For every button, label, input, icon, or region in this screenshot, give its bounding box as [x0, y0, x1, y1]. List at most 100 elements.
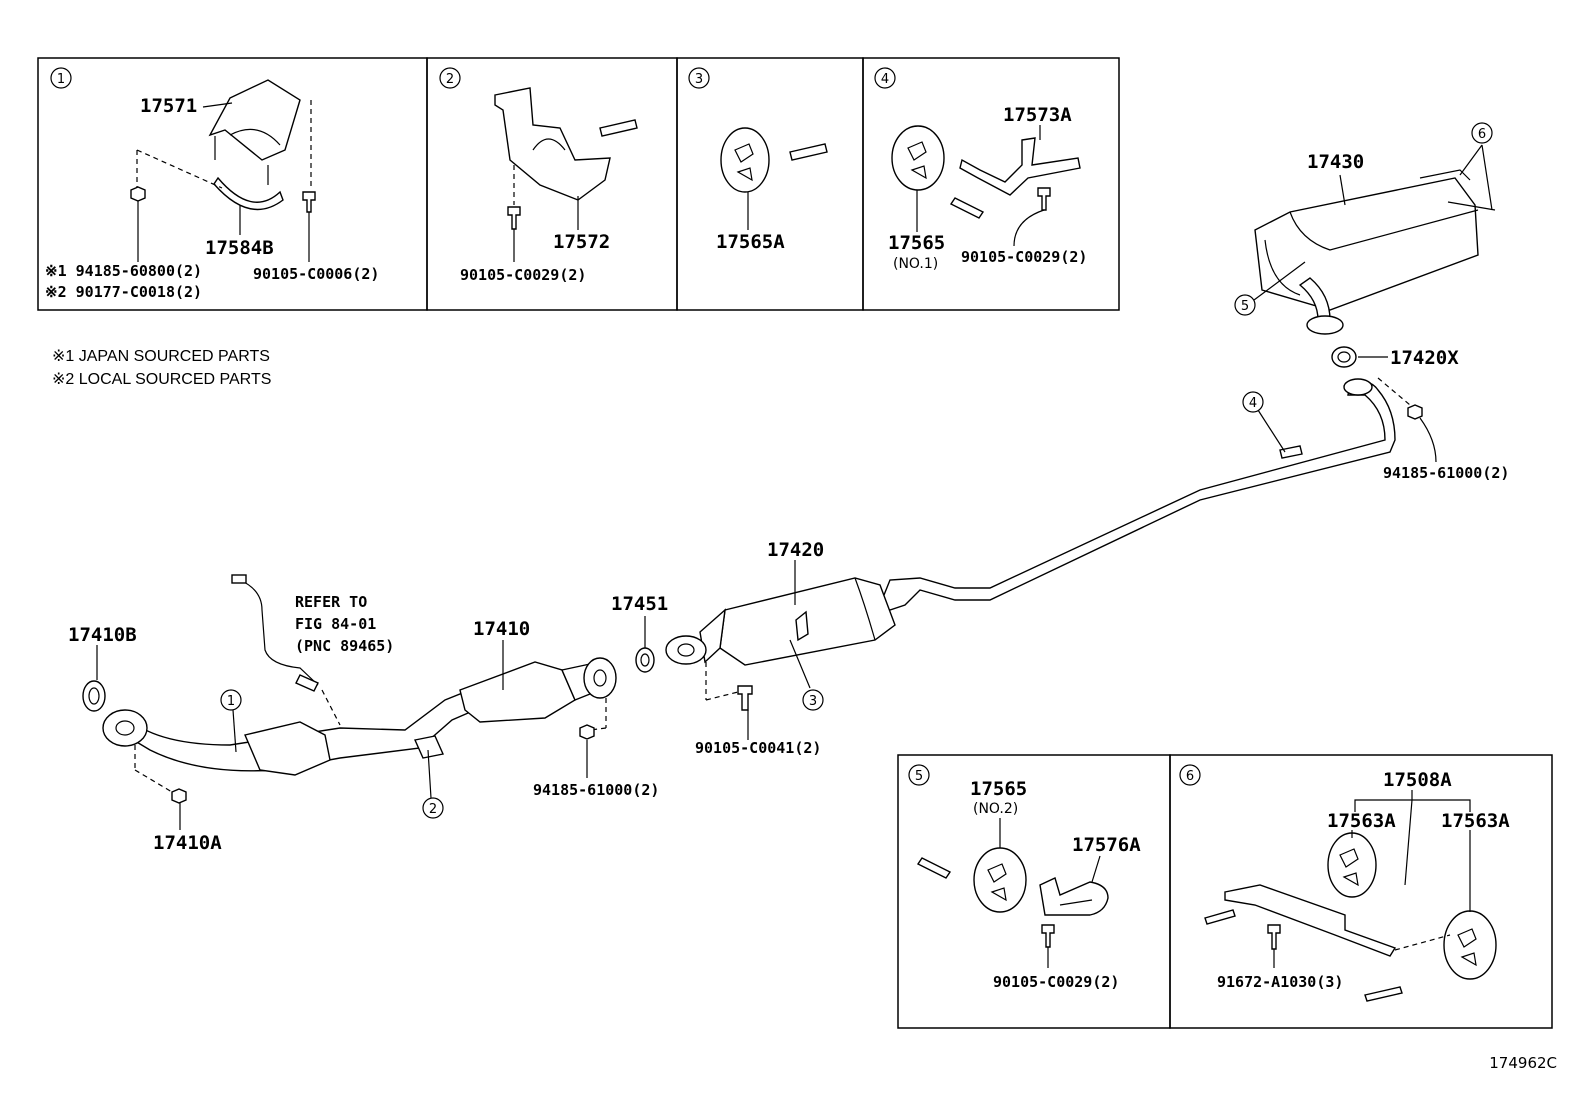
nut-94185-61000-front: [579, 724, 595, 740]
bracket-17572: [494, 87, 611, 201]
hanger-rod-b6-right: [1364, 986, 1403, 1002]
center-pipe-hanger-rear: [1279, 445, 1303, 459]
front-pipe-rear-flange: [583, 657, 617, 699]
nut-17410a: [171, 788, 187, 804]
label-nut-japan: ※1 94185-60800(2): [45, 262, 202, 280]
label-17571: 17571: [140, 95, 197, 117]
label-17565-no1: 17565: [888, 232, 945, 254]
hanger-rod-b6-left: [1204, 909, 1236, 925]
oxygen-sensor-connector: [231, 574, 247, 584]
insulator-17563a-left: [1327, 832, 1377, 898]
label-17451: 17451: [611, 593, 668, 615]
detail-box-2: 2 17572 90105-C0029(2): [426, 57, 678, 311]
label-17410: 17410: [473, 618, 530, 640]
center-pipe-tail: [879, 380, 1396, 611]
box-6-number: 6: [1186, 769, 1194, 784]
label-17430: 17430: [1307, 151, 1364, 173]
refer-line-1: REFER TO: [295, 593, 367, 611]
label-nut-local: ※2 90177-C0018(2): [45, 283, 202, 301]
bracket-17508a: [1224, 884, 1397, 957]
hanger-rod-b5: [916, 857, 952, 879]
bolt-91672-a1030: [1267, 924, 1281, 950]
hanger-rod-b2: [599, 119, 638, 137]
detail-box-3: 3 17565A: [676, 57, 864, 311]
label-17565-no2-note: (NO.2): [973, 801, 1018, 817]
label-17420: 17420: [767, 539, 824, 561]
hanger-rod-b4: [949, 197, 985, 219]
label-17563a-right: 17563A: [1441, 810, 1510, 832]
bolt-90105-c0029-b5: [1041, 924, 1055, 948]
muffler-assembly: 6 5 17430 17420X: [1234, 122, 1496, 369]
gasket-17410b: [82, 680, 106, 712]
label-90105-c0029-b2: 90105-C0029(2): [460, 266, 586, 284]
label-17576a: 17576A: [1072, 834, 1141, 856]
insulator-17565-no2: [973, 847, 1027, 913]
nut-94185-61000-rear: [1407, 404, 1423, 420]
refer-line-2: FIG 84-01: [295, 615, 376, 633]
center-pipe-hanger: [795, 610, 809, 642]
bolt-90105-c0029-b4: [1037, 187, 1051, 211]
callout-4: 4: [1249, 396, 1257, 411]
clamp-17584b: [213, 176, 284, 211]
label-17584b: 17584B: [205, 237, 274, 259]
label-90105-c0006: 90105-C0006(2): [253, 265, 379, 283]
label-17420x: 17420X: [1390, 347, 1459, 369]
muffler-17430: [1254, 177, 1479, 311]
front-pipe-hanger: [414, 735, 444, 759]
callout-2: 2: [429, 802, 437, 817]
label-91672-a1030: 91672-A1030(3): [1217, 973, 1343, 991]
label-90105-c0029-b5: 90105-C0029(2): [993, 973, 1119, 991]
label-90105-c0029-b4: 90105-C0029(2): [961, 248, 1087, 266]
note-local-sourced: ※2 LOCAL SOURCED PARTS: [52, 371, 271, 388]
box-5-number: 5: [915, 769, 923, 784]
label-17573a: 17573A: [1003, 104, 1072, 126]
callout-3: 3: [809, 694, 817, 709]
bracket-17576a: [1039, 877, 1109, 916]
front-pipe-front-flange: [102, 709, 148, 747]
center-pipe-assembly: 4 3 17420 94185-61000(2) 90105-C0041(2): [665, 377, 1509, 757]
box-2-number: 2: [446, 72, 454, 87]
callout-5-muffler: 5: [1241, 299, 1249, 314]
front-pipe-17410: [124, 689, 476, 772]
bracket-17571: [208, 79, 301, 161]
center-pipe-front-flange: [665, 635, 707, 665]
box-4-number: 4: [881, 72, 889, 87]
bracket-17573a: [959, 137, 1081, 196]
box-3-number: 3: [695, 72, 703, 87]
main-catalytic-converter: [459, 661, 576, 723]
detail-box-5: 5 17565 (NO.2) 17576A 90105-C0029(2): [897, 754, 1171, 1029]
label-17572: 17572: [553, 231, 610, 253]
muffler-flange: [1306, 315, 1344, 335]
insulator-17563a-right: [1443, 910, 1497, 980]
gasket-17451: [635, 647, 655, 673]
detail-box-4: 4 17573A 17565 (NO.1) 90105-C0029(2): [862, 57, 1120, 311]
center-pipe-rear-flange: [1343, 378, 1373, 396]
label-94185-61000-front: 94185-61000(2): [533, 781, 659, 799]
callout-6-muffler: 6: [1478, 127, 1486, 142]
front-catalytic-converter: [244, 721, 331, 776]
note-japan-sourced: ※1 JAPAN SOURCED PARTS: [52, 348, 270, 365]
gasket-17420x: [1331, 346, 1357, 368]
label-17565-no1-note: (NO.1): [893, 256, 938, 272]
bolt-90105-c0041: [737, 685, 753, 711]
label-17508a: 17508A: [1383, 769, 1452, 791]
label-94185-61000-rear: 94185-61000(2): [1383, 464, 1509, 482]
label-90105-c0041: 90105-C0041(2): [695, 739, 821, 757]
label-17565a: 17565A: [716, 231, 785, 253]
bolt-90105-c0029-b2: [507, 206, 521, 230]
hanger-rod-b3: [789, 143, 828, 161]
front-pipe-assembly: REFER TO FIG 84-01 (PNC 89465) 1 2 17410…: [68, 574, 659, 854]
callout-1: 1: [227, 694, 235, 709]
bolt-90105-c0006: [302, 191, 316, 213]
detail-box-1: 1 17571 17584B ※1 94185-60800(2) ※2 9017…: [37, 57, 428, 311]
diagram-id: 174962C: [1489, 1054, 1557, 1072]
label-17563a-left: 17563A: [1327, 810, 1396, 832]
oxygen-sensor: [295, 674, 319, 692]
detail-box-6: 6 17508A 17563A 17563A 91672-A1030(3): [1169, 754, 1553, 1029]
nut-94185-60800: [130, 186, 146, 202]
gasket-17451-group: 17451: [611, 593, 668, 673]
label-17410b: 17410B: [68, 624, 137, 646]
refer-line-3: (PNC 89465): [295, 637, 394, 655]
